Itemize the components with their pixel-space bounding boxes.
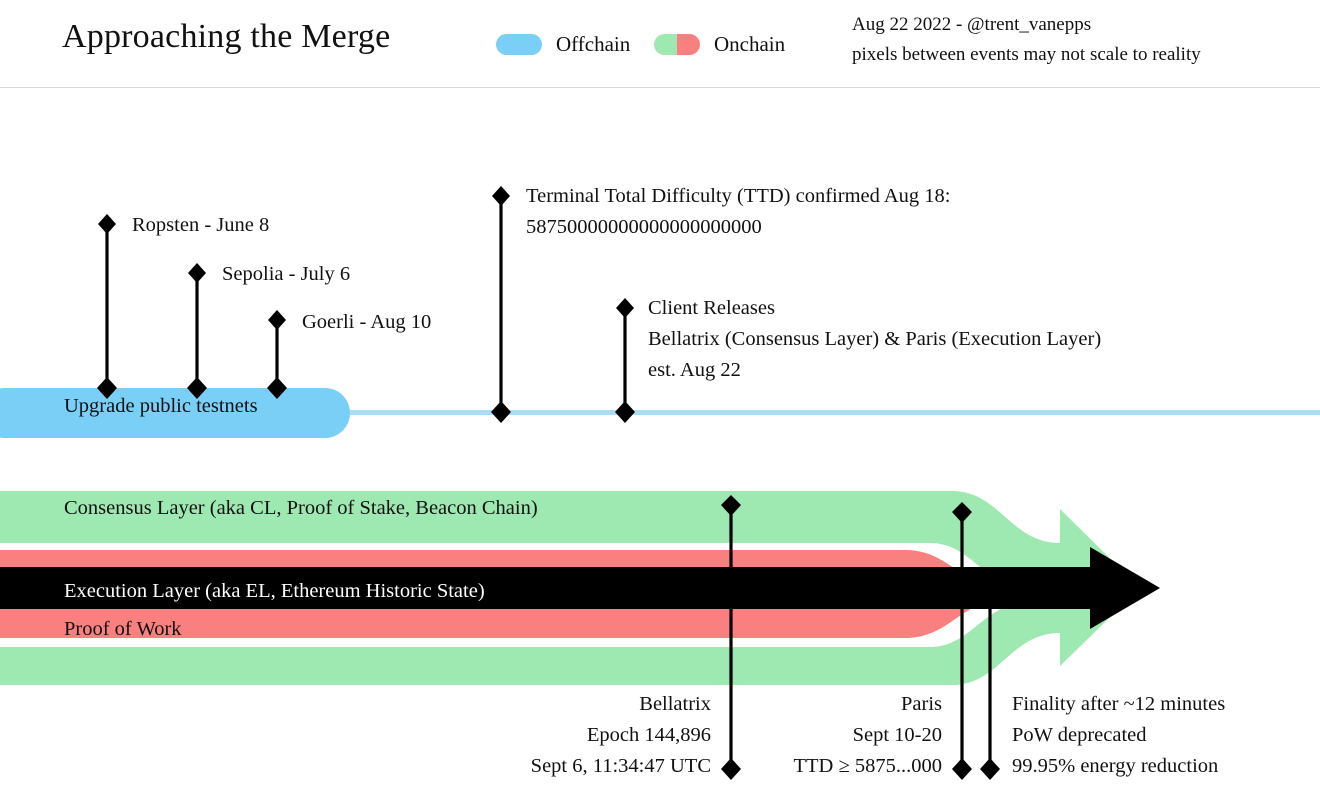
event-label-ropsten: Ropsten - June 8 — [132, 214, 270, 236]
execution-layer-arrow — [0, 547, 1160, 629]
timeline-canvas: Upgrade public testnets Ropsten - June 8… — [0, 88, 1320, 810]
offchain-track-label: Upgrade public testnets — [64, 395, 258, 417]
finality-line-3: 99.95% energy reduction — [1012, 755, 1219, 777]
event-marker-ttd — [491, 186, 511, 423]
event-label-client-releases: Client Releases Bellatrix (Consensus Lay… — [648, 293, 1101, 386]
paris-line-1: Paris — [901, 693, 942, 715]
event-marker-paris — [952, 502, 972, 780]
offchain-rail — [350, 410, 1320, 415]
event-marker-bellatrix — [721, 495, 741, 780]
event-label-ttd: Terminal Total Difficulty (TTD) confirme… — [526, 181, 951, 243]
page-title: Approaching the Merge — [62, 18, 391, 55]
onchain-pill-green-half — [654, 34, 677, 55]
event-label-bellatrix: Bellatrix Epoch 144,896 Sept 6, 11:34:47… — [350, 689, 711, 782]
client-releases-line-3: est. Aug 22 — [648, 359, 741, 381]
timeline-graphics — [0, 186, 1320, 780]
header-bar: Approaching the Merge Offchain Onchain A… — [0, 0, 1320, 88]
consensus-layer-label: Consensus Layer (aka CL, Proof of Stake,… — [64, 497, 538, 519]
client-releases-line-2: Bellatrix (Consensus Layer) & Paris (Exe… — [648, 328, 1102, 350]
meta-info: Aug 22 2022 - @trent_vanepps pixels betw… — [852, 10, 1201, 70]
event-marker-client-releases — [615, 298, 635, 423]
event-label-paris: Paris Sept 10-20 TTD ≥ 5875...000 — [600, 689, 942, 782]
onchain-pill-icon — [654, 34, 700, 55]
event-marker-ropsten — [97, 214, 117, 399]
bellatrix-line-3: Sept 6, 11:34:47 UTC — [530, 755, 711, 777]
paris-line-2: Sept 10-20 — [852, 724, 942, 746]
bellatrix-line-2: Epoch 144,896 — [586, 724, 711, 746]
meta-scale-note: pixels between events may not scale to r… — [852, 44, 1201, 65]
ttd-line-2: 58750000000000000000000 — [526, 216, 762, 238]
paris-line-3: TTD ≥ 5875...000 — [793, 755, 942, 777]
ttd-line-1: Terminal Total Difficulty (TTD) confirme… — [526, 185, 951, 207]
legend-label-offchain: Offchain — [556, 32, 631, 56]
finality-line-2: PoW deprecated — [1012, 724, 1147, 746]
legend-label-onchain: Onchain — [714, 32, 786, 56]
meta-author-date: Aug 22 2022 - @trent_vanepps — [852, 14, 1092, 35]
offchain-pill-icon — [496, 34, 542, 55]
legend-item-offchain: Offchain — [496, 32, 630, 57]
proof-of-work-label: Proof of Work — [64, 618, 182, 640]
event-label-sepolia: Sepolia - July 6 — [222, 263, 351, 285]
execution-layer-label: Execution Layer (aka EL, Ethereum Histor… — [64, 580, 485, 602]
event-label-finality: Finality after ~12 minutes PoW deprecate… — [1012, 689, 1225, 782]
event-marker-goerli — [267, 310, 287, 399]
event-label-goerli: Goerli - Aug 10 — [302, 311, 432, 333]
offchain-track-pill — [0, 388, 350, 438]
legend-item-onchain: Onchain — [654, 32, 785, 57]
event-marker-finality — [980, 578, 1000, 780]
bellatrix-line-1: Bellatrix — [639, 693, 711, 715]
finality-line-1: Finality after ~12 minutes — [1012, 693, 1226, 715]
event-marker-sepolia — [187, 263, 207, 399]
onchain-pill-red-half — [677, 34, 700, 55]
client-releases-line-1: Client Releases — [648, 297, 775, 319]
